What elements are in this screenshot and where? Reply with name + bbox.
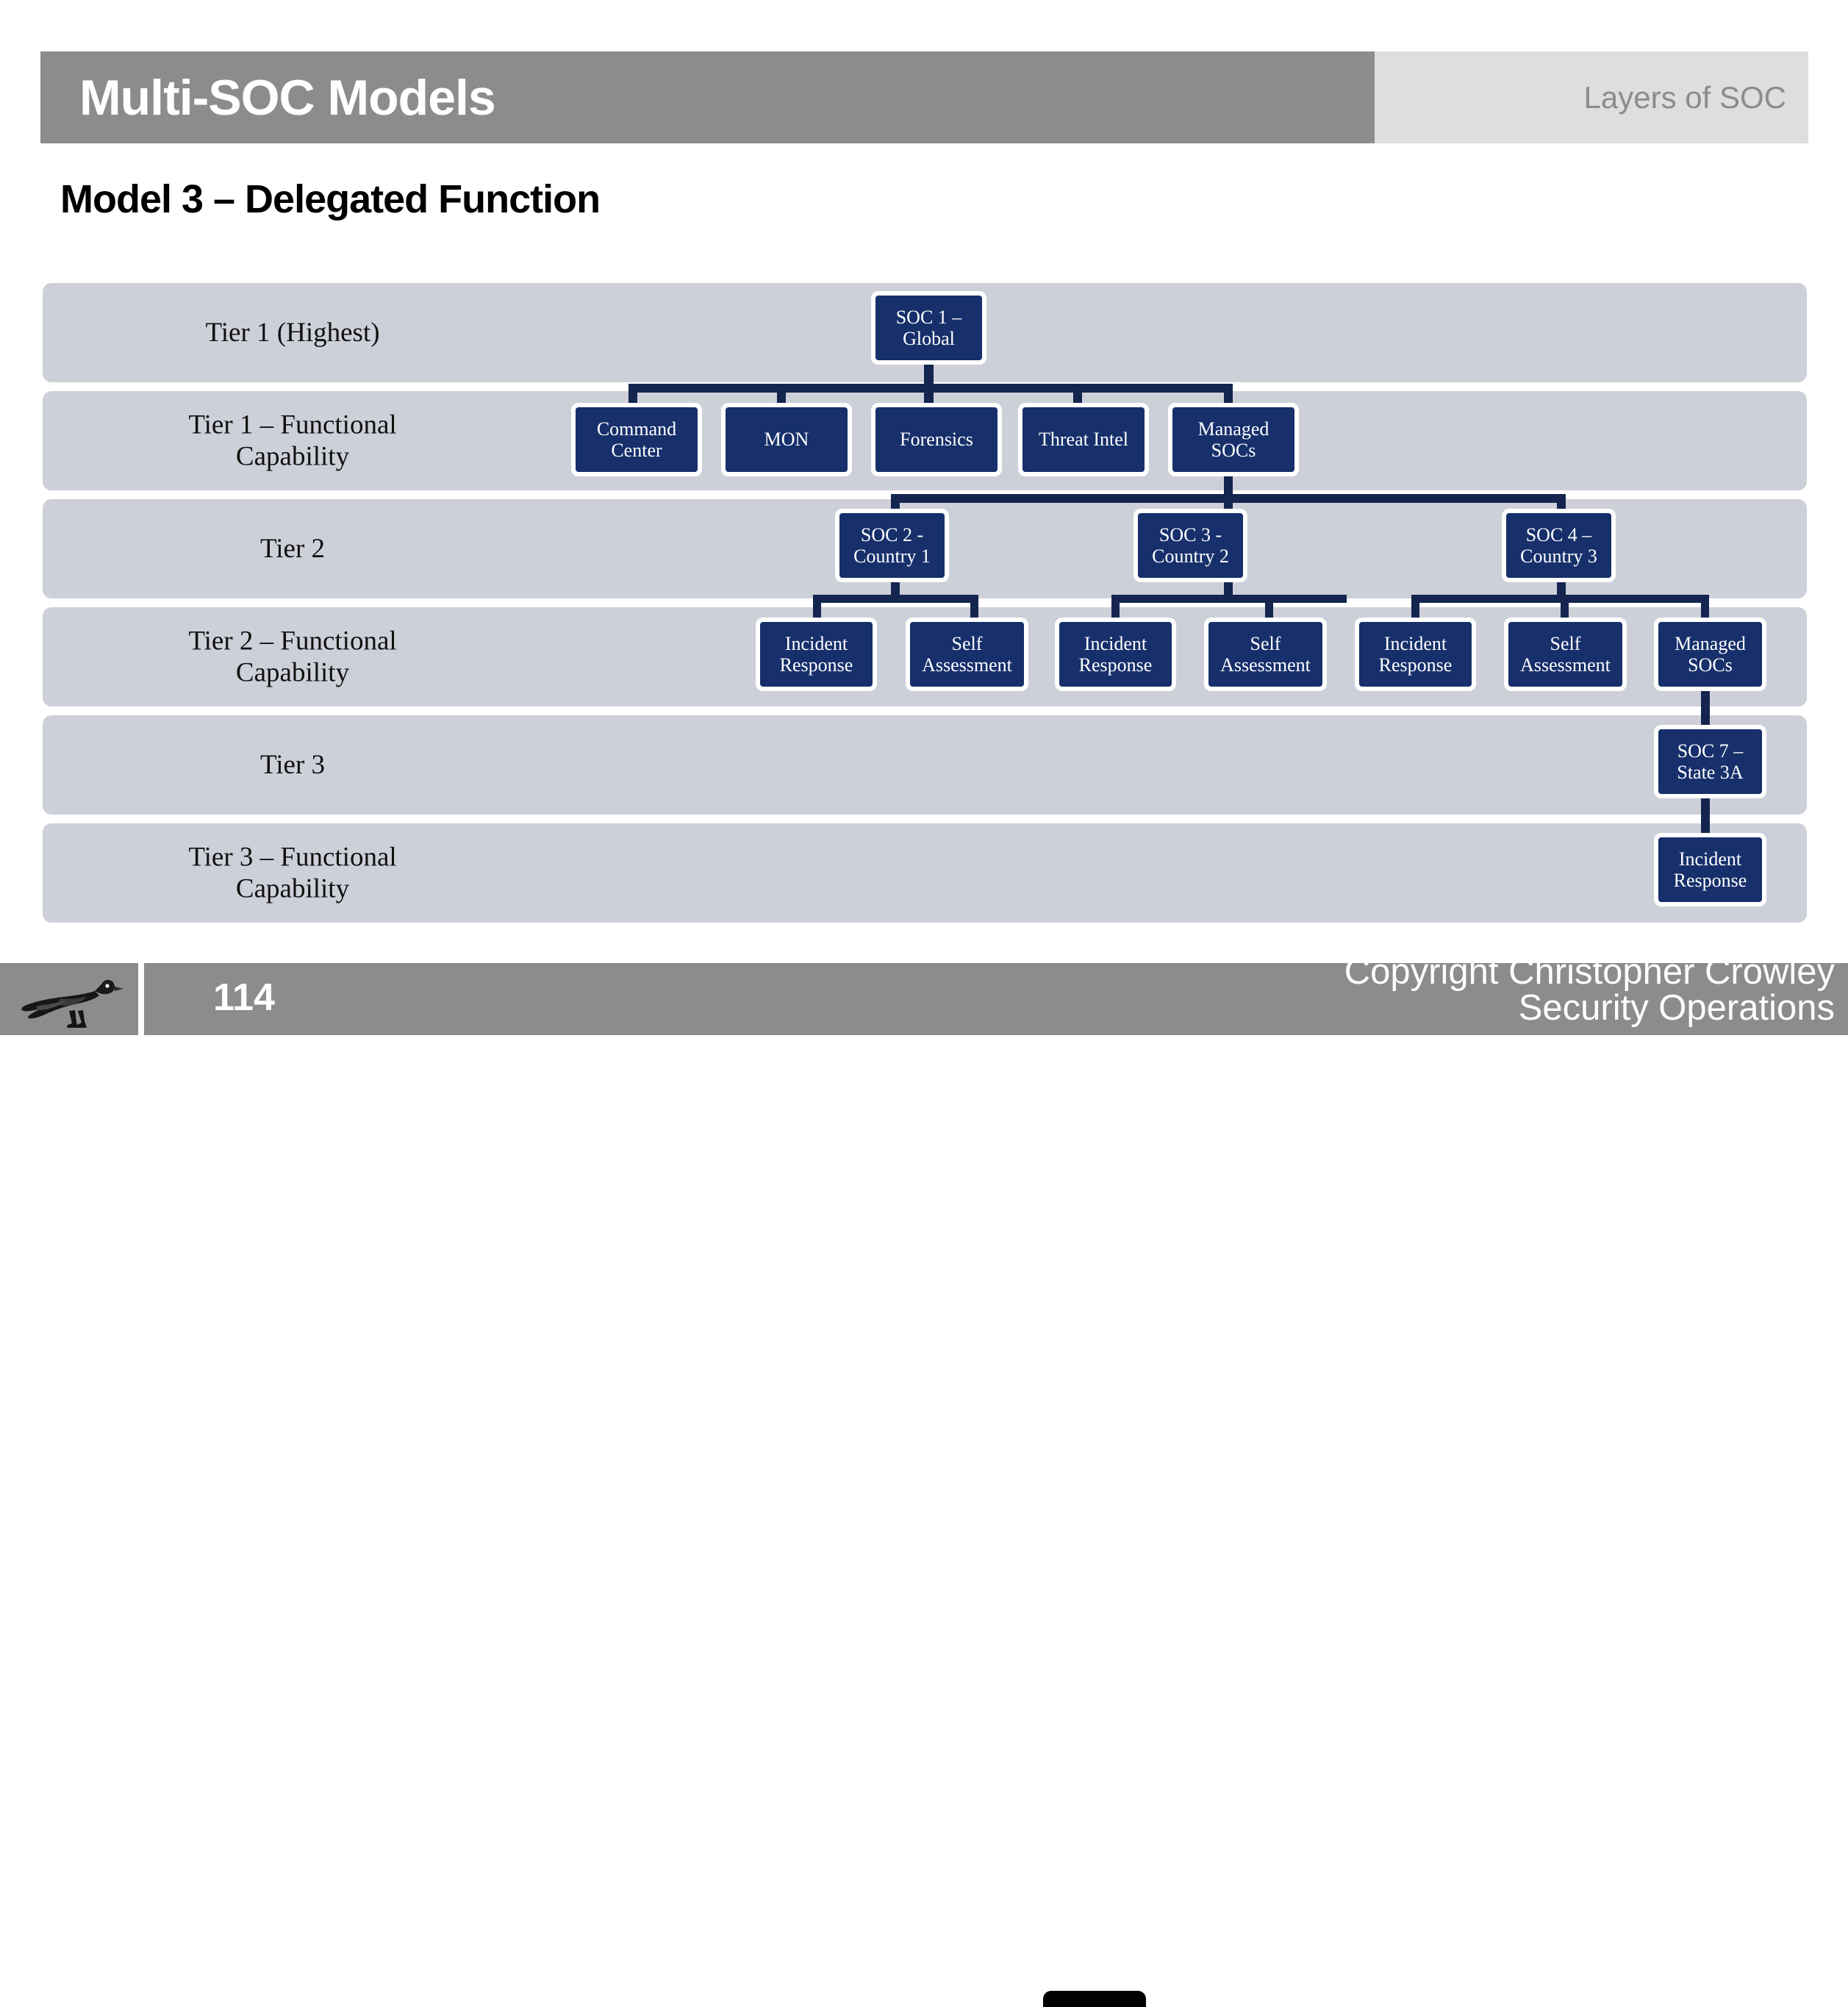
copyright-line-1: Copyright Christopher Crowley [1344,952,1835,992]
connector-drop-sa-c3 [1561,595,1569,626]
node-soc2-country1-label: SOC 2 -Country 1 [853,523,931,567]
slide-footer: 114 Copyright Christopher Crowley Securi… [0,954,1848,2007]
connector-drop-sa-c1 [970,595,978,626]
connector-drop-managed-socs-t2 [1701,595,1709,626]
node-soc7-state3a-label: SOC 7 –State 3A [1677,740,1744,783]
node-mon-label: MON [764,429,809,451]
logo-panel [0,963,138,1035]
connector-drop-ir-c2 [1111,595,1120,626]
page-title: Multi-SOC Models [79,69,496,126]
node-threat-intel-label: Threat Intel [1039,429,1128,451]
node-forensics[interactable]: Forensics [871,403,1002,476]
tier-band-5: Tier 3 [43,715,1807,815]
page-number: 114 [213,976,275,1019]
header-subtitle: Layers of SOC [1583,79,1786,115]
slide: Multi-SOC Models Layers of SOC Model 3 –… [0,51,1848,2007]
connector-soc7-stem [1701,794,1710,842]
node-soc4-country3-label: SOC 4 –Country 3 [1520,523,1597,567]
tier-band-1-label: Tier 1 (Highest) [205,317,380,348]
raven-logo-icon [21,979,123,1028]
node-threat-intel[interactable]: Threat Intel [1018,403,1149,476]
model-title: Model 3 – Delegated Function [60,177,601,221]
copyright-line-2: Security Operations [1518,988,1835,1028]
tier-band-5-label: Tier 3 [259,749,326,780]
slide-header: Multi-SOC Models Layers of SOC [40,51,1808,143]
bottom-nub-shape [1043,1991,1146,2007]
connector-soc4-bus [1411,595,1709,603]
node-mon[interactable]: MON [721,403,852,476]
node-forensics-label: Forensics [900,429,973,451]
connector-drop-ir-c1 [813,595,821,626]
connector-drop-sa-c2 [1265,595,1273,626]
footer-bar: 114 Copyright Christopher Crowley Securi… [144,954,1848,1035]
node-soc2-country1[interactable]: SOC 2 -Country 1 [835,509,949,582]
tier-band-3-label: Tier 2 [259,533,326,564]
node-soc4-country3[interactable]: SOC 4 –Country 3 [1502,509,1616,582]
node-soc3-country2-label: SOC 3 -Country 2 [1152,523,1229,567]
connector-drop-ir-c3 [1411,595,1419,626]
node-soc3-country2[interactable]: SOC 3 -Country 2 [1133,509,1247,582]
copyright-text: Copyright Christopher Crowley Security O… [1344,954,1835,1026]
connector-soc3-bus [1111,595,1347,603]
connector-soc2-bus [813,595,978,603]
node-soc7-state3a[interactable]: SOC 7 –State 3A [1654,725,1766,798]
header-subtitle-band: Layers of SOC [1375,51,1808,143]
header-title-band: Multi-SOC Models [40,51,1375,143]
node-soc1-global-label: SOC 1 –Global [895,306,962,349]
connector-managed-socs-t2-stem [1701,686,1710,734]
node-soc1-global[interactable]: SOC 1 –Global [871,291,986,365]
